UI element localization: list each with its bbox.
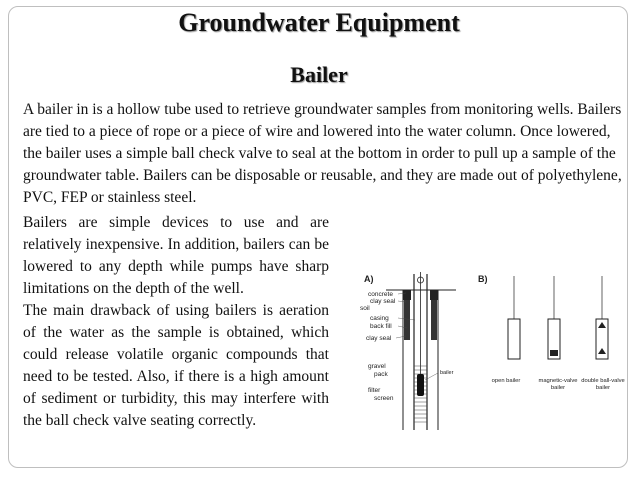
label-magnetic-valve-2: bailer (551, 385, 565, 391)
magnetic-valve-icon (550, 350, 558, 356)
label-screen: screen (374, 395, 394, 402)
intro-paragraph: A bailer in is a hollow tube used to ret… (23, 101, 622, 206)
slide-frame (8, 6, 628, 468)
clay-seal-right (431, 300, 437, 340)
double-ball-valve-top-icon (598, 322, 606, 328)
label-double-ball-1: double ball-valve (581, 378, 625, 384)
panel-b-label: B) (478, 274, 488, 284)
concrete-seal (403, 290, 411, 300)
clay-seal-left (404, 300, 410, 340)
bailer-diagram: A) B) concrete (338, 262, 630, 432)
label-gravel: gravel (368, 363, 386, 370)
label-back-fill: back fill (370, 323, 392, 330)
label-clay-seal: clay seal (366, 335, 392, 342)
panel-a-label: A) (364, 274, 374, 284)
label-magnetic-valve-1: magnetic-valve (539, 378, 578, 384)
concrete-seal-right (430, 290, 438, 300)
label-filter: filter (368, 387, 381, 394)
body-text-column: Bailers are simple devices to use and ar… (23, 212, 329, 432)
label-soil: soil (360, 305, 370, 312)
slide-title: Groundwater Equipment (178, 8, 460, 37)
label-concrete: concrete (368, 291, 393, 298)
magnetic-bailer-tube (547, 318, 561, 360)
drawbacks-paragraph: The main drawback of using bailers is ae… (23, 302, 329, 429)
bailer-in-well (417, 374, 424, 396)
advantages-paragraph: Bailers are simple devices to use and ar… (23, 214, 329, 297)
double-ball-valve-bottom-icon (598, 348, 606, 354)
label-bailer: bailer (440, 370, 454, 376)
label-double-ball-2: bailer (596, 385, 610, 391)
open-bailer-tube (507, 318, 521, 360)
label-pack: pack (374, 371, 388, 378)
slide-subtitle: Bailer (290, 62, 348, 87)
double-ball-bailer-tube (595, 318, 609, 360)
label-clay-seal-top: clay seal (370, 298, 396, 305)
label-casing: casing (370, 315, 389, 322)
label-open-bailer: open bailer (492, 378, 521, 384)
